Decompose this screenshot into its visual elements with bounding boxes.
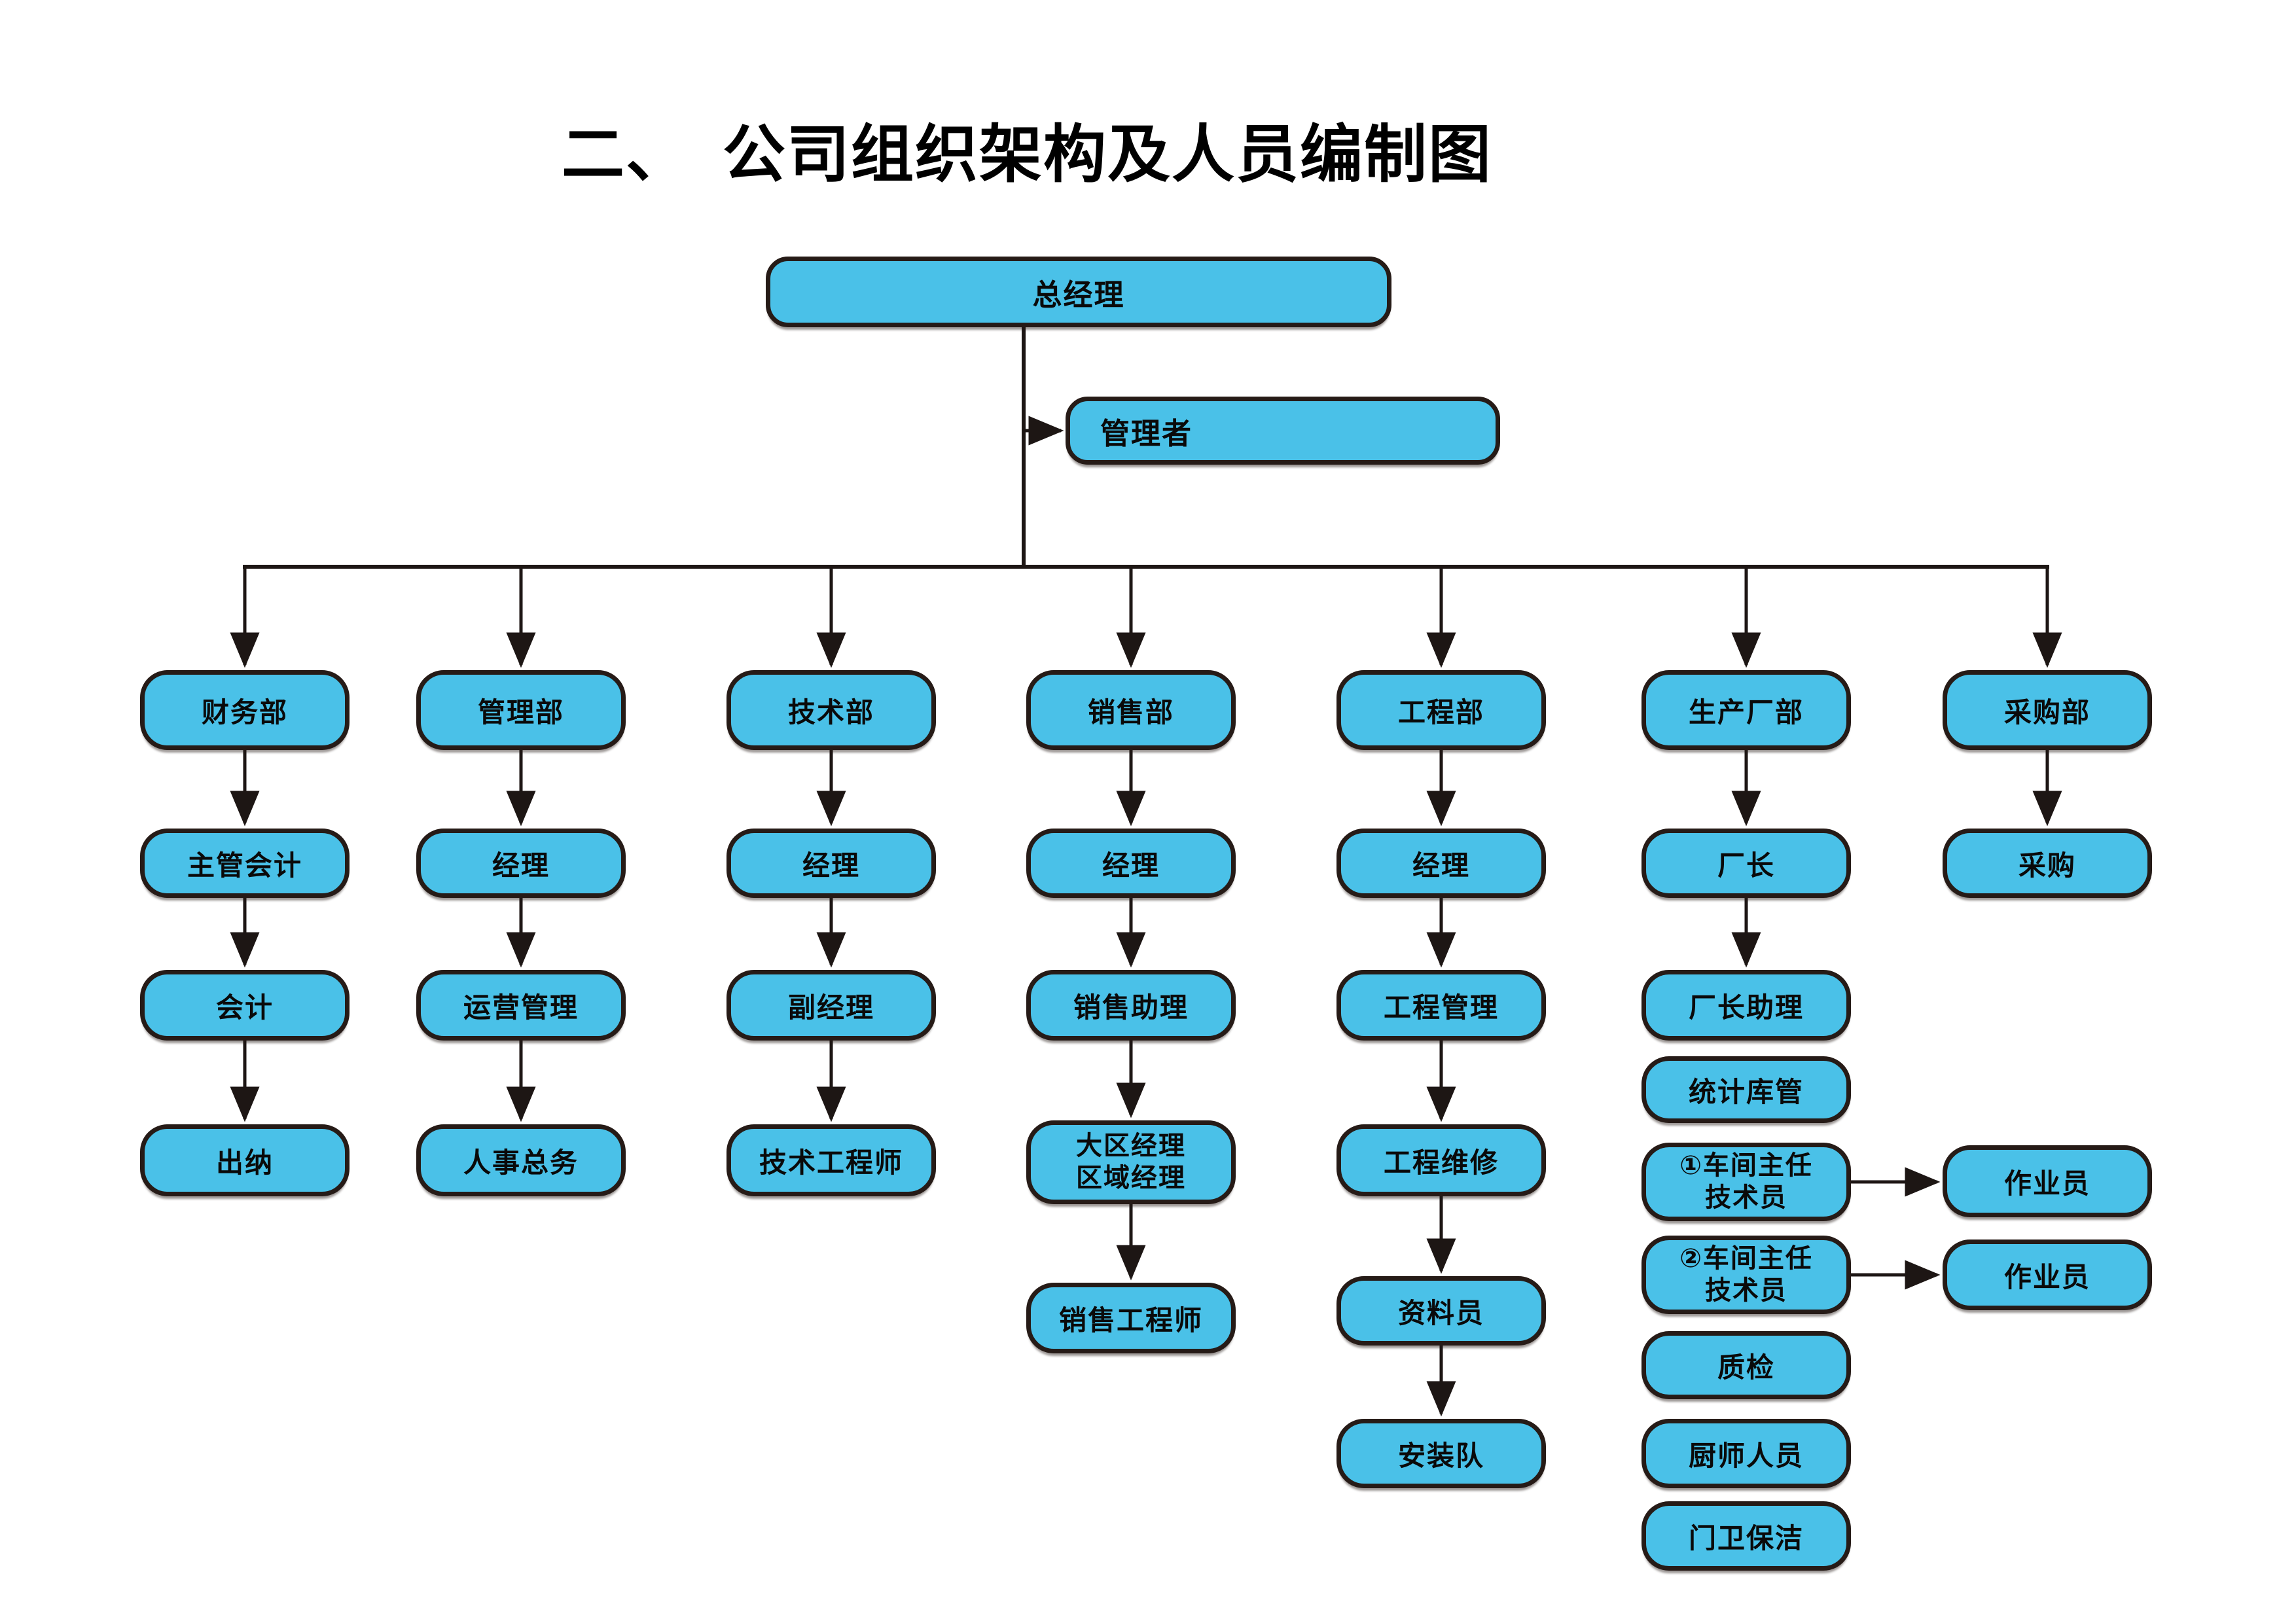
node-stats-warehouse: 统计库管 (1641, 1056, 1851, 1123)
node-security-cleaning: 门卫保洁 (1641, 1501, 1851, 1571)
node-finance-dept: 财务部 (140, 670, 350, 750)
node-engineering-manager: 经理 (1336, 829, 1546, 898)
node-regional-manager: 大区经理 区域经理 (1026, 1120, 1236, 1204)
node-admin-manager: 经理 (416, 829, 626, 898)
node-tech-dept: 技术部 (726, 670, 936, 750)
node-cashier: 出纳 (140, 1124, 350, 1196)
node-kitchen-staff: 厨师人员 (1641, 1419, 1851, 1488)
node-production-dept: 生产厂部 (1641, 670, 1851, 750)
node-chief-accountant: 主管会计 (140, 829, 350, 898)
node-tech-manager: 经理 (726, 829, 936, 898)
node-accountant: 会计 (140, 970, 350, 1041)
node-sales-dept: 销售部 (1026, 670, 1236, 750)
node-workshop1-director: ①车间主任 技术员 (1641, 1143, 1851, 1221)
node-admin-dept: 管理部 (416, 670, 626, 750)
node-factory-director: 厂长 (1641, 829, 1851, 898)
node-operator-1: 作业员 (1943, 1145, 2152, 1217)
node-operator-2: 作业员 (1943, 1240, 2152, 1310)
node-engineering-maintenance: 工程维修 (1336, 1124, 1546, 1196)
page-title: 二、 公司组织架构及人员编制图 (562, 120, 1492, 190)
node-sales-engineer: 销售工程师 (1026, 1283, 1236, 1353)
node-general-manager: 总经理 (766, 257, 1391, 327)
node-deputy-manager: 副经理 (726, 970, 936, 1041)
node-sales-assistant: 销售助理 (1026, 970, 1236, 1041)
node-tech-engineer: 技术工程师 (726, 1124, 936, 1196)
node-factory-director-assistant: 厂长助理 (1641, 970, 1851, 1041)
node-purchasing: 采购 (1943, 829, 2152, 898)
node-operations-management: 运营管理 (416, 970, 626, 1041)
node-purchasing-dept: 采购部 (1943, 670, 2152, 750)
node-manager: 管理者 (1066, 397, 1500, 465)
node-document-clerk: 资料员 (1336, 1276, 1546, 1346)
node-engineering-dept: 工程部 (1336, 670, 1546, 750)
node-installation-team: 安装队 (1336, 1419, 1546, 1488)
node-workshop2-director: ②车间主任 技术员 (1641, 1236, 1851, 1314)
node-quality-inspection: 质检 (1641, 1331, 1851, 1399)
node-hr-general-affairs: 人事总务 (416, 1124, 626, 1196)
node-engineering-management: 工程管理 (1336, 970, 1546, 1041)
node-sales-manager: 经理 (1026, 829, 1236, 898)
